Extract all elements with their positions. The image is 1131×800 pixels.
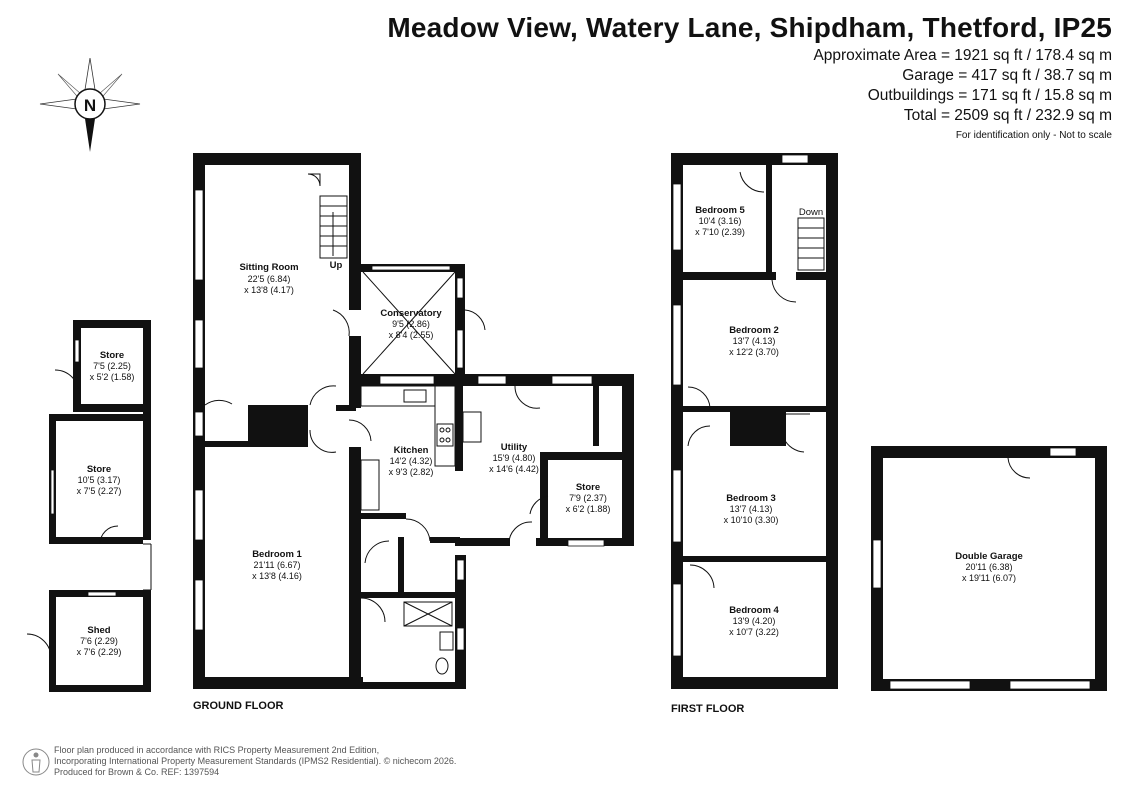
- room-dim: 7'6 (2.29): [80, 636, 118, 646]
- room-dim: x 10'7 (3.22): [729, 627, 779, 637]
- room-name: Bedroom 5: [695, 205, 745, 216]
- room-name: Bedroom 2: [729, 325, 779, 336]
- room-kitchen: Kitchen 14'2 (4.32) x 9'3 (2.82): [389, 445, 434, 477]
- room-dim: x 12'2 (3.70): [729, 347, 779, 357]
- room-name: Sitting Room: [239, 262, 298, 273]
- ground-floor-fixtures: [204, 173, 549, 675]
- room-bedroom-3: Bedroom 3 13'7 (4.13) x 10'10 (3.30): [724, 493, 779, 525]
- room-dim: 13'7 (4.13): [730, 504, 773, 514]
- room-sitting-room: Sitting Room 22'5 (6.84) x 13'8 (4.17): [239, 262, 298, 295]
- room-shed: Shed 7'6 (2.29) x 7'6 (2.29): [77, 625, 122, 657]
- room-dim: 10'5 (3.17): [78, 475, 121, 485]
- property-address-title: Meadow View, Watery Lane, Shipdham, Thet…: [387, 12, 1112, 43]
- room-bedroom-4: Bedroom 4 13'9 (4.20) x 10'7 (3.22): [729, 605, 779, 637]
- room-dim: x 7'6 (2.29): [77, 647, 122, 657]
- room-store-a: Store 7'5 (2.25) x 5'2 (1.58): [90, 350, 135, 382]
- room-bedroom-1: Bedroom 1 21'11 (6.67) x 13'8 (4.16): [252, 549, 302, 581]
- identification-note: For identification only - Not to scale: [955, 130, 1112, 141]
- footer-line-3: Produced for Brown & Co. REF: 1397594: [54, 767, 220, 777]
- room-name: Bedroom 3: [726, 493, 776, 504]
- room-dim: 9'5 (2.86): [392, 319, 430, 329]
- room-dim: 15'9 (4.80): [493, 453, 536, 463]
- room-name: Store: [576, 482, 600, 493]
- room-utility: Utility 15'9 (4.80) x 14'6 (4.42): [489, 442, 539, 474]
- room-dim: x 8'4 (2.55): [389, 330, 434, 340]
- room-name: Kitchen: [394, 445, 429, 456]
- total-area-line: Total = 2509 sq ft / 232.9 sq m: [903, 107, 1112, 124]
- room-dim: 13'9 (4.20): [733, 616, 776, 626]
- room-bedroom-5: Bedroom 5 10'4 (3.16) x 7'10 (2.39): [695, 205, 745, 237]
- room-dim: 20'11 (6.38): [965, 562, 1012, 572]
- room-dim: 7'5 (2.25): [93, 361, 131, 371]
- rics-logo-icon: [22, 748, 50, 776]
- stair-up-label: Up: [330, 260, 343, 271]
- room-name: Bedroom 4: [729, 605, 779, 616]
- room-dim: x 13'8 (4.16): [252, 571, 302, 581]
- room-conservatory: Conservatory 9'5 (2.86) x 8'4 (2.55): [380, 308, 442, 340]
- room-dim: 14'2 (4.32): [390, 456, 433, 466]
- compass-rose-icon: N: [39, 57, 141, 152]
- room-double-garage: Double Garage 20'11 (6.38) x 19'11 (6.07…: [955, 551, 1023, 583]
- ground-floor-walls: [193, 153, 634, 689]
- room-bedroom-2: Bedroom 2 13'7 (4.13) x 12'2 (3.70): [729, 325, 779, 357]
- room-dim: 13'7 (4.13): [733, 336, 776, 346]
- room-dim: x 13'8 (4.17): [244, 285, 294, 295]
- room-store-ground: Store 7'9 (2.37) x 6'2 (1.88): [566, 482, 611, 514]
- room-store-b: Store 10'5 (3.17) x 7'5 (2.27): [77, 464, 122, 496]
- room-name: Double Garage: [955, 551, 1023, 562]
- first-floor-label: FIRST FLOOR: [671, 703, 745, 715]
- room-name: Store: [87, 464, 111, 475]
- ground-floor-label: GROUND FLOOR: [193, 700, 284, 712]
- room-dim: x 14'6 (4.42): [489, 464, 539, 474]
- garage-walls: [871, 446, 1107, 691]
- room-dim: 21'11 (6.67): [253, 560, 300, 570]
- stair-down-label: Down: [799, 207, 823, 218]
- outbuildings-area-line: Outbuildings = 171 sq ft / 15.8 sq m: [867, 87, 1112, 104]
- first-floor-walls: [671, 153, 838, 689]
- room-name: Store: [100, 350, 124, 361]
- room-dim: x 10'10 (3.30): [724, 515, 779, 525]
- room-dim: x 5'2 (1.58): [90, 372, 135, 382]
- room-name: Shed: [87, 625, 110, 636]
- approximate-area-line: Approximate Area = 1921 sq ft / 178.4 sq…: [813, 47, 1112, 64]
- room-dim: x 7'10 (2.39): [695, 227, 745, 237]
- room-name: Utility: [501, 442, 528, 453]
- footer-line-2: Incorporating International Property Mea…: [54, 756, 457, 766]
- room-dim: x 19'11 (6.07): [962, 573, 1016, 583]
- room-dim: 22'5 (6.84): [248, 274, 291, 284]
- room-dim: x 9'3 (2.82): [389, 467, 434, 477]
- garage-area-line: Garage = 417 sq ft / 38.7 sq m: [902, 67, 1112, 84]
- compass-north-label: N: [84, 96, 96, 115]
- footer-line-1: Floor plan produced in accordance with R…: [54, 745, 380, 755]
- room-dim: x 6'2 (1.88): [566, 504, 611, 514]
- room-dim: 10'4 (3.16): [699, 216, 742, 226]
- room-dim: x 7'5 (2.27): [77, 486, 122, 496]
- outbuildings-walls: [26, 320, 152, 692]
- room-name: Conservatory: [380, 308, 442, 319]
- ground-floor-windows: [194, 189, 605, 651]
- room-dim: 7'9 (2.37): [569, 493, 607, 503]
- room-name: Bedroom 1: [252, 549, 302, 560]
